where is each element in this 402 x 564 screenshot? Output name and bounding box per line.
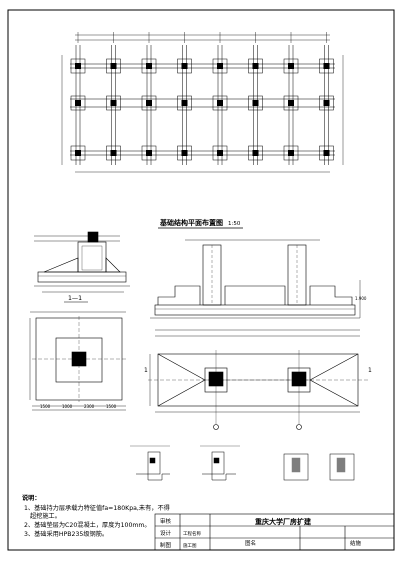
foundation-plan [61,34,344,173]
plan-column-mark [217,63,223,69]
plan-column-mark [288,150,294,156]
long-footing-plan [148,329,368,430]
notes-line2: 2、基础垫层为C20混凝土，厚度为100mm。 [24,521,151,529]
plan-column-mark [75,63,81,69]
plan-column-mark [146,150,152,156]
plan-column-mark [75,100,81,106]
plan-column-mark [252,100,259,106]
elevation-side-label: 1.900 [355,296,367,301]
plan-footing-outline [212,95,228,111]
plan-footing-outline [70,95,86,111]
plan-column-mark [323,150,330,156]
title-block [154,513,395,551]
plan-column-mark [323,100,330,106]
section-1-1 [34,231,130,293]
plan-column-mark [288,100,294,106]
plan-footing-outline [177,95,192,111]
notes-line1: 1、基础持力层承载力特征值fa=180Kpa,未有，不得 [24,504,170,512]
plan-column-mark [323,63,330,69]
plan-column-mark [181,150,188,156]
plan-column-mark [252,63,259,69]
foundation-elevation [150,239,361,319]
plan-footing-outline [212,58,228,74]
plan-footing-outline [141,58,157,74]
tb-drawing-no: 结施 [350,539,362,547]
plan-footing-outline [106,58,121,74]
plan-column-group [70,32,334,165]
grid-mark-right: 1 [368,367,372,374]
tb-label-a: 工程名称 [183,530,201,537]
plan-column-mark [181,100,188,106]
tb-row3-col1: 制图 [160,541,172,549]
plan-footing-outline [283,58,299,74]
plan-footing-outline [319,145,334,161]
grid-mark-left: 1 [144,367,148,374]
tb-row1-col1: 审核 [160,517,172,525]
plan-footing-outline [177,58,192,74]
plan-column-mark [252,150,259,156]
plan-title: 基础结构平面布置图 [159,218,223,227]
tb-project: 重庆大学厂房扩建 [255,517,312,526]
notes-line3: 3、基础采用HPB235级钢筋。 [24,530,108,538]
plan-column-mark [217,100,223,106]
plan-column-mark [110,63,117,69]
dim-bottom-a: 1500 [40,404,51,409]
plan-footing-outline [177,145,192,161]
dim-bottom-d: 1500 [106,404,117,409]
plan-footing-outline [248,95,263,111]
plan-footing-outline [319,95,334,111]
plan-column-mark [146,63,152,69]
plan-column-mark [110,100,117,106]
plan-footing-outline [248,145,263,161]
plan-scale: 1:50 [228,221,241,227]
plan-column-mark [146,100,152,106]
plan-footing-outline [141,145,157,161]
plan-column-mark [288,63,294,69]
dim-bottom-c: 2300 [84,404,95,409]
footing-plan [29,311,126,411]
plan-footing-outline [283,145,299,161]
plan-footing-outline [70,58,86,74]
plan-footing-outline [319,58,334,74]
plan-footing-outline [70,145,86,161]
notes-heading: 说明： [22,494,41,502]
plan-footing-outline [106,145,121,161]
plan-column-mark [110,150,117,156]
plan-column-mark [217,150,223,156]
plan-footing-outline [212,145,228,161]
plan-column-mark [181,63,188,69]
plan-footing-outline [248,58,263,74]
plan-footing-outline [283,95,299,111]
tb-drawing-name: 图名 [245,539,256,547]
dim-bottom-b: 1000 [62,404,73,409]
notes-line1b: 超挖施工。 [30,512,61,520]
tb-row2-col1: 设计 [160,529,172,537]
sheet-border [7,9,395,551]
plan-footing-outline [141,95,157,111]
plan-footing-outline [106,95,121,111]
tb-label-b: 施工图 [183,542,197,549]
plan-column-mark [75,150,81,156]
detail-sketches [130,445,355,481]
section-label: 1—1 [68,295,82,302]
